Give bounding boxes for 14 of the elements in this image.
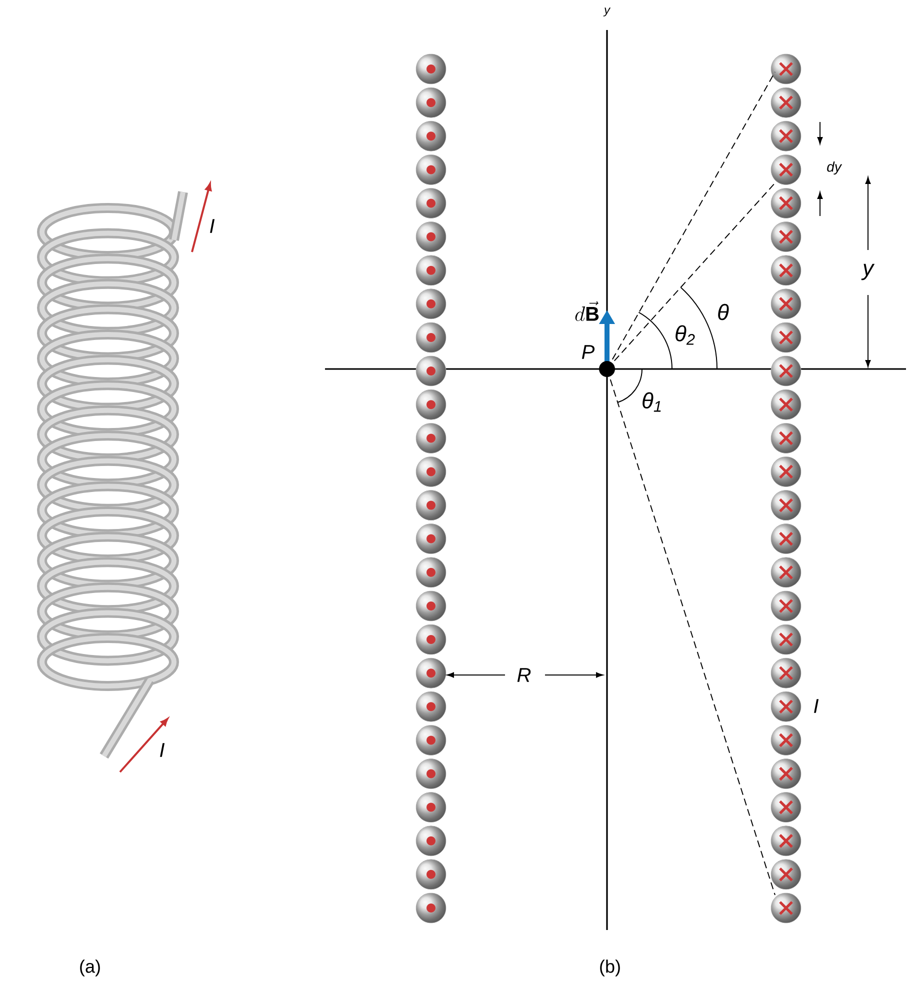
current-label: I (814, 699, 819, 713)
current-label: I (160, 743, 165, 757)
point-label: P (582, 345, 595, 359)
panel-label: (a) (80, 960, 100, 976)
angle-label: θ$_{2}$ (676, 325, 695, 345)
dimension-label: dy (827, 161, 842, 175)
dimension-label: y (861, 264, 875, 280)
vector-label: $d\vec{\mathbf{B}}$ (575, 301, 599, 322)
dimension-label: R (517, 668, 531, 682)
axis-label: y (603, 8, 611, 16)
panel-label: (b) (600, 960, 620, 976)
current-label: I (210, 219, 215, 233)
angle-label: θ$_{1}$ (642, 392, 661, 412)
angle-label: θ (718, 304, 729, 320)
